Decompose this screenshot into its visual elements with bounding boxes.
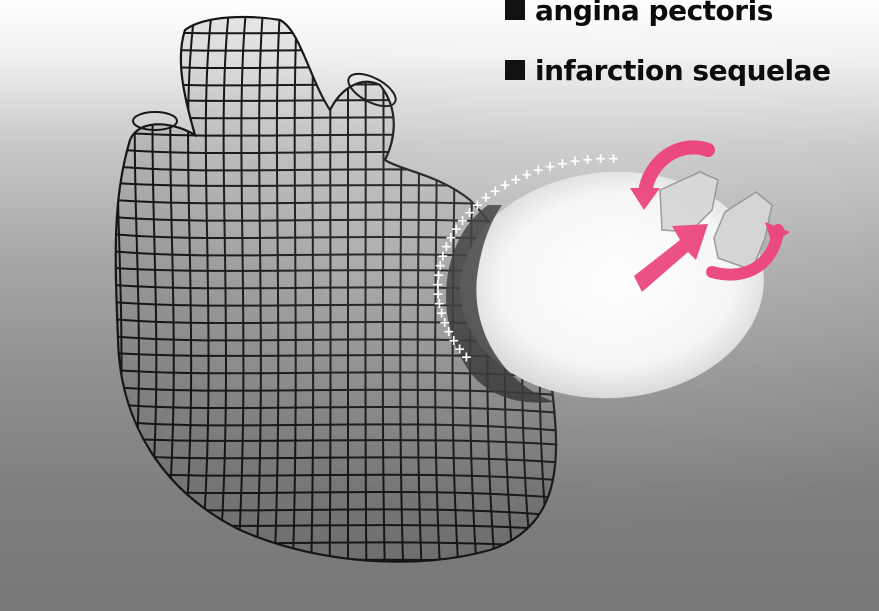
plus-sign-icon: +: [544, 159, 556, 175]
plus-sign-icon: +: [569, 154, 581, 170]
plus-sign-icon: +: [521, 167, 533, 183]
bullet-square-icon: [505, 0, 525, 20]
plus-sign-icon: +: [510, 172, 522, 188]
label-infarction-sequelae: infarction sequelae: [535, 54, 831, 87]
label-item: angina pectoris: [505, 0, 831, 34]
mesh-line: [85, 10, 110, 600]
plus-sign-icon: +: [582, 152, 594, 168]
label-list: angina pectoris infarction sequelae: [505, 0, 831, 106]
bullet-square-icon: [505, 60, 525, 80]
plus-sign-icon: +: [595, 151, 607, 167]
plus-sign-icon: +: [608, 151, 620, 167]
plus-sign-icon: +: [461, 350, 473, 366]
plus-sign-icon: +: [557, 156, 569, 172]
plus-sign-icon: +: [532, 163, 544, 179]
mesh-line: [100, 573, 580, 585]
label-angina-pectoris: angina pectoris: [535, 0, 773, 27]
label-item: infarction sequelae: [505, 46, 831, 94]
